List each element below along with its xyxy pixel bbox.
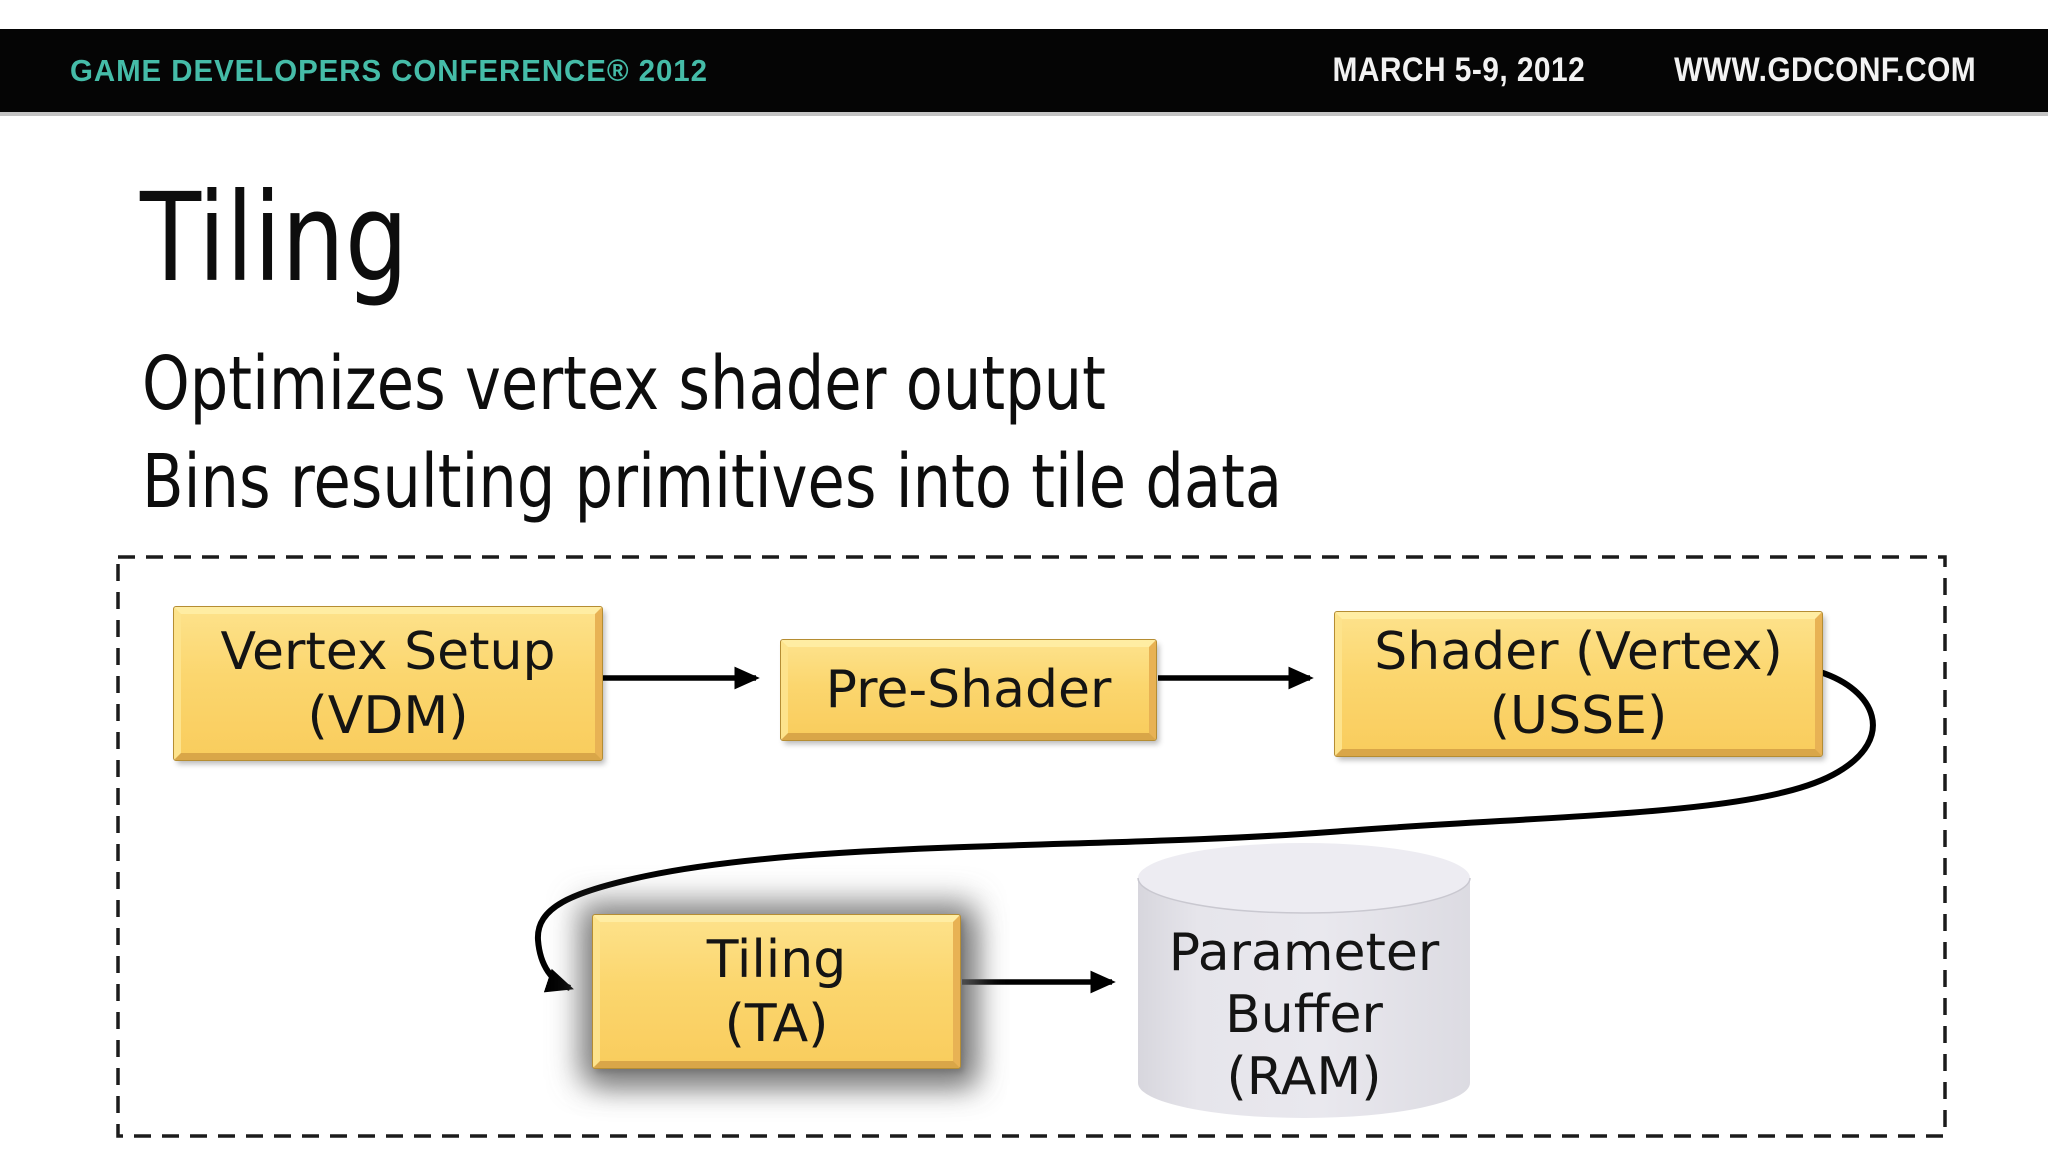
conference-brand: GAME DEVELOPERS CONFERENCE® 2012 <box>70 52 708 88</box>
node-sublabel: (VDM) <box>307 685 469 746</box>
parameter-buffer-cylinder <box>1137 843 1471 1118</box>
node-shader-vertex: Shader (Vertex) (USSE) <box>1334 611 1823 757</box>
node-tiling: Tiling (TA) <box>592 914 961 1069</box>
node-sublabel: (RAM) <box>1226 1047 1382 1107</box>
conference-dates: MARCH 5-9, 2012 <box>1332 51 1585 89</box>
top-white-strip <box>0 0 2048 29</box>
node-label: Shader (Vertex) <box>1374 622 1783 682</box>
bullet-line-1: Optimizes vertex shader output <box>142 341 1106 427</box>
node-vertex-setup: Vertex Setup (VDM) <box>173 606 603 761</box>
diagram-dashed-container <box>116 555 1947 1138</box>
page-title: Tiling <box>140 167 409 309</box>
node-pre-shader: Pre-Shader <box>780 639 1157 741</box>
node-sublabel: (USSE) <box>1489 686 1668 746</box>
header-divider <box>0 112 2048 116</box>
conference-website: WWW.GDCONF.COM <box>1674 51 1976 89</box>
conference-header-right: MARCH 5-9, 2012 WWW.GDCONF.COM <box>1298 51 1976 90</box>
conference-header-bar: GAME DEVELOPERS CONFERENCE® 2012 MARCH 5… <box>0 29 2048 112</box>
node-parameter-buffer-label: Parameter Buffer (RAM) <box>1138 922 1470 1108</box>
node-label: Pre-Shader <box>825 660 1112 720</box>
node-label: Parameter <box>1168 923 1440 983</box>
node-sublabel: (TA) <box>724 993 829 1054</box>
bullet-line-2: Bins resulting primitives into tile data <box>142 439 1283 525</box>
node-label: Vertex Setup <box>220 621 556 682</box>
node-label: Buffer <box>1225 985 1383 1045</box>
arrow-shader-to-tiling-curve <box>534 669 1876 993</box>
node-label: Tiling <box>706 929 847 990</box>
